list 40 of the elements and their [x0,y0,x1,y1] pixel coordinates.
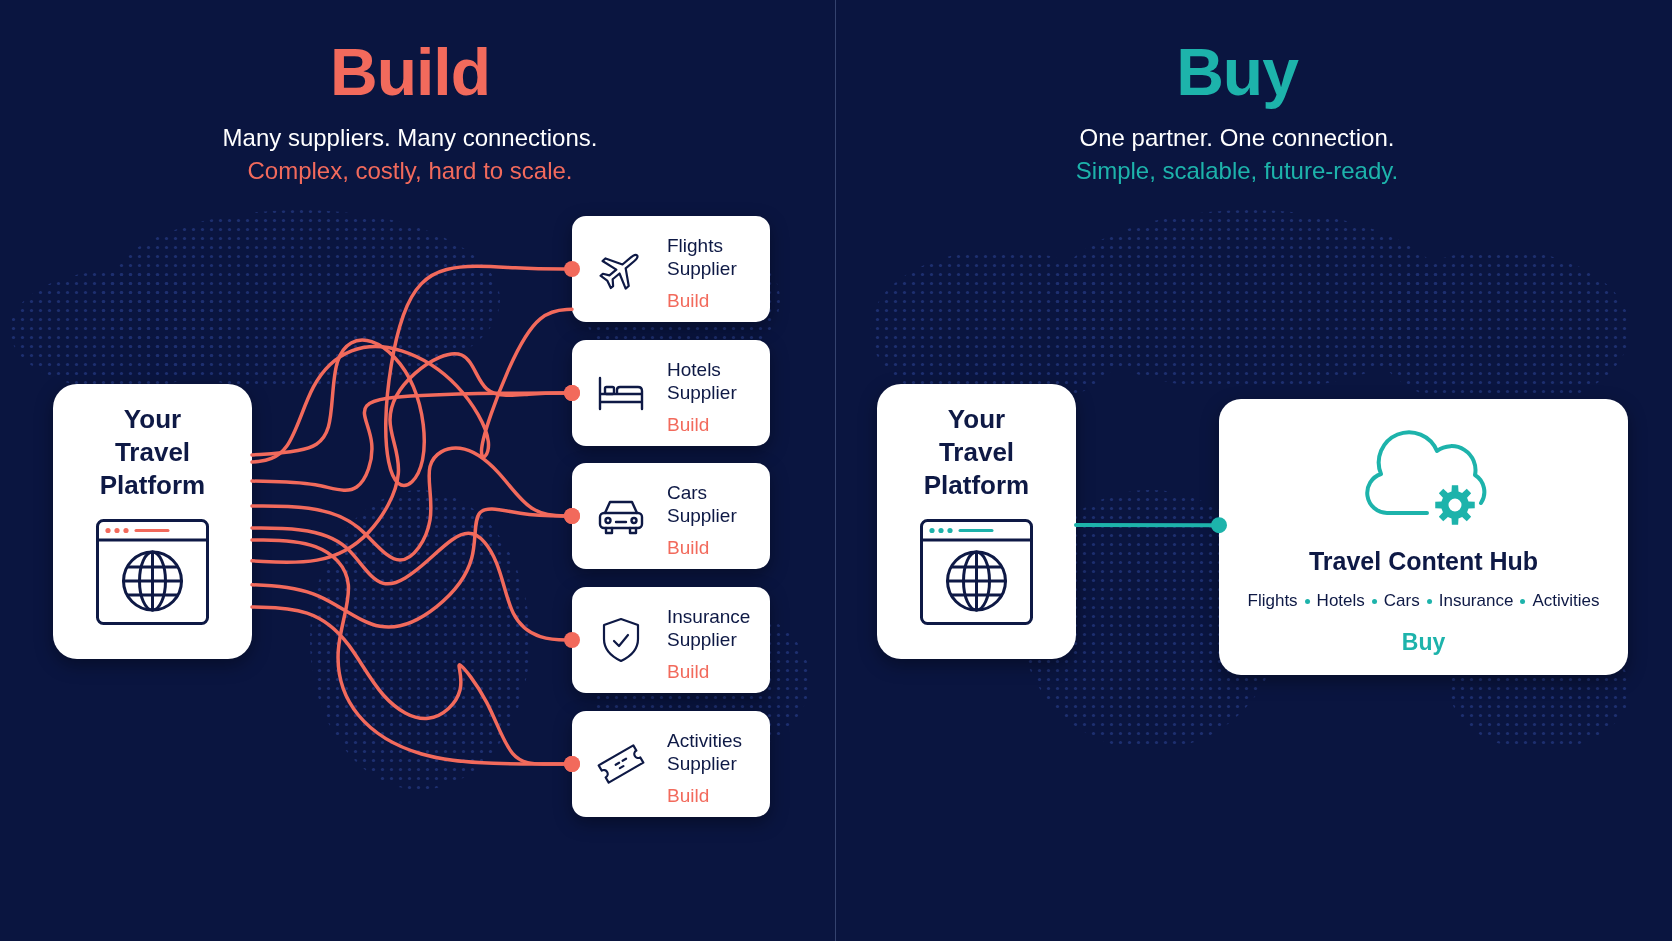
supplier-card [572,587,770,693]
supplier-name: Cars Supplier [667,481,738,527]
approach-label: Build [667,413,710,436]
category-label: Flights [1247,590,1298,612]
supplier-card [572,216,770,322]
platform-card [53,384,252,659]
connector-line [1074,517,1227,534]
connector-line [250,261,580,488]
supplier-name: Flights Supplier [667,234,738,280]
approach-label: Build [667,289,710,312]
connector-line [250,307,574,464]
supplier-card [572,463,770,569]
platform-card [877,384,1076,659]
hub-title: Travel Content Hub [1308,546,1539,576]
approach-label: Build [667,660,710,683]
approach-label: Buy [1401,628,1446,656]
connector-line [250,605,580,772]
supplier-name: Insurance Supplier [667,605,752,651]
approach-label: Build [667,536,710,559]
hub-card [1219,399,1628,675]
tagline: Complex, costly, hard to scale. [247,157,573,185]
tagline: Simple, scalable, future-ready. [1075,157,1399,185]
category-label: Cars [1383,590,1420,612]
connector-line [250,507,580,629]
approach-label: Build [667,784,710,807]
tagline: One partner. One connection. [1079,124,1395,152]
supplier-name: Activities Supplier [667,729,743,775]
tagline: Many suppliers. Many connections. [222,124,598,152]
supplier-card [572,340,770,446]
connector-line [250,526,580,648]
section-heading: Build [330,38,490,107]
category-label: Hotels [1316,590,1365,612]
supplier-card [572,711,770,817]
category-label: Insurance [1438,590,1514,612]
platform-title: Your Travel Platform [98,403,207,502]
connector-line [250,351,580,565]
supplier-name: Hotels Supplier [667,358,738,404]
category-label: Activities [1532,590,1600,612]
section-heading: Buy [1176,38,1298,107]
platform-title: Your Travel Platform [922,403,1031,502]
